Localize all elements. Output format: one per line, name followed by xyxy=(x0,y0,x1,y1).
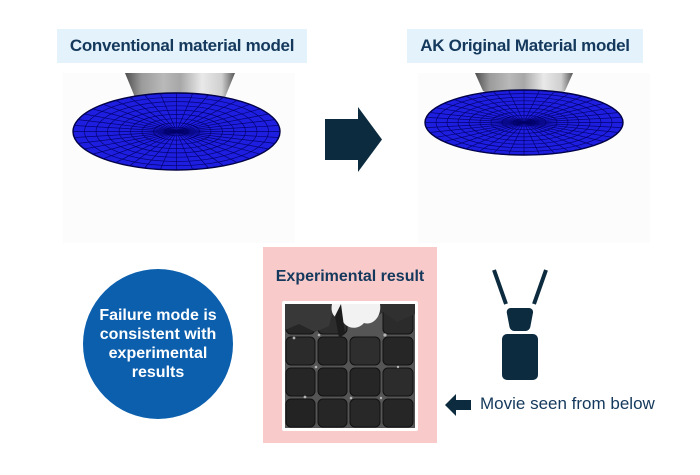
right-block-arrow-icon xyxy=(325,107,382,172)
camera-beam-left xyxy=(492,269,508,305)
sim-image-ak-original xyxy=(418,73,650,243)
mesh-disk xyxy=(72,92,281,171)
upward-camera-icon xyxy=(492,269,548,380)
left-block-arrow-icon xyxy=(445,394,471,416)
fem-disk-conventional xyxy=(63,73,295,243)
fem-disk-ak-original xyxy=(418,73,650,243)
experimental-photo xyxy=(282,301,418,431)
experimental-result-title: Experimental result xyxy=(275,268,425,285)
label-ak-original-model: AK Original Material model xyxy=(407,29,643,63)
camera-body xyxy=(502,334,538,380)
experimental-photo-image xyxy=(285,304,415,428)
conclusion-circle: Failure mode is consistent with experime… xyxy=(83,269,233,419)
conclusion-line: results xyxy=(131,364,185,381)
movie-caption: Movie seen from below xyxy=(480,394,655,413)
conclusion-line: Failure mode is xyxy=(99,307,217,324)
camera-beam-right xyxy=(532,269,548,305)
sim-image-conventional xyxy=(63,73,295,243)
conclusion-line: consistent with xyxy=(99,326,217,343)
experimental-result-panel: Experimental result xyxy=(263,247,437,443)
camera-lens xyxy=(506,307,534,331)
label-conventional-model: Conventional material model xyxy=(57,29,307,63)
mesh-disk xyxy=(424,89,624,156)
conclusion-line: experimental xyxy=(108,345,208,362)
